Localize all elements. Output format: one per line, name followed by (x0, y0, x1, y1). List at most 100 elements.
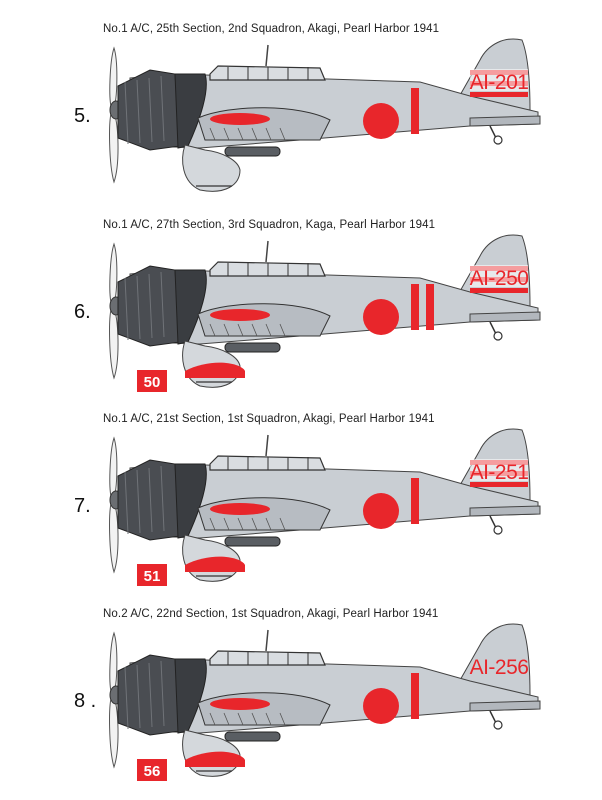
wing-slat (223, 517, 230, 531)
profile-number: 5. (74, 105, 91, 127)
wing-slat (265, 323, 272, 337)
bomb-red-band (185, 751, 245, 767)
under-wing-bomb (224, 342, 281, 353)
aircraft-drawing: AI-256 56 (109, 623, 541, 781)
wing-root (197, 497, 331, 531)
wing-root (197, 692, 331, 726)
wing-hinomaru (210, 503, 270, 515)
tailwheel (493, 525, 503, 535)
wing-slat (209, 712, 216, 726)
cowling-line (160, 660, 165, 727)
wing-root (197, 107, 331, 141)
cowling-line (136, 664, 141, 729)
profile-number: 7. (74, 495, 91, 517)
tail-stripe (470, 288, 528, 293)
antenna-mast (265, 240, 269, 263)
tailwheel-strut (489, 321, 497, 335)
tailwheel-strut (489, 515, 497, 529)
tailwheel (493, 720, 503, 730)
aircraft-drawing: AI-251 51 (109, 428, 541, 586)
fuselage-band (411, 88, 419, 134)
wing-slat (279, 323, 286, 337)
bomb-number: 50 (144, 374, 161, 391)
wing-slat (237, 517, 244, 531)
cowling-line (148, 77, 153, 143)
wing-slat (209, 323, 216, 337)
antenna-mast (265, 44, 269, 67)
under-wing-bomb (224, 536, 281, 547)
tail-code: AI-256 (470, 656, 529, 679)
fuselage-band (426, 284, 434, 330)
tailplane (469, 700, 541, 712)
under-wing-bomb (224, 731, 281, 742)
fuselage-hinomaru (363, 103, 399, 139)
profile-caption: No.1 A/C, 21st Section, 1st Squadron, Ak… (103, 413, 435, 425)
profile-caption: No.1 A/C, 27th Section, 3rd Squadron, Ka… (103, 219, 436, 231)
tail-fin (454, 623, 531, 696)
antenna-mast (265, 629, 269, 652)
tailwheel (493, 135, 503, 145)
aircraft-profile: No.1 A/C, 25th Section, 2nd Squadron, Ak… (0, 0, 602, 200)
antenna-mast (265, 434, 269, 457)
cowling-line (160, 465, 165, 532)
tailplane (469, 115, 541, 127)
cowling-line (148, 273, 153, 339)
profile-number: 6. (74, 301, 91, 323)
wing-slat (251, 323, 258, 337)
wing-slat (209, 127, 216, 141)
under-wing-bomb (224, 146, 281, 157)
wing-slat (209, 517, 216, 531)
tailplane (469, 311, 541, 323)
wing-slat (251, 712, 258, 726)
wing-slat (265, 127, 272, 141)
aircraft-profile: No.1 A/C, 21st Section, 1st Squadron, Ak… (0, 390, 602, 590)
wing-slat (265, 517, 272, 531)
cowling-line (148, 467, 153, 533)
tailwheel (493, 331, 503, 341)
wing-slat (237, 323, 244, 337)
aircraft-drawing: AI-201 (109, 38, 541, 192)
wing-slat (279, 712, 286, 726)
fuselage-hinomaru (363, 493, 399, 529)
wing-hinomaru (210, 698, 270, 710)
wing-root (197, 303, 331, 337)
wing-slat (223, 127, 230, 141)
aircraft-profile: No.2 A/C, 22nd Section, 1st Squadron, Ak… (0, 585, 602, 785)
bomb-number-badge (137, 370, 167, 392)
tailplane (469, 505, 541, 517)
bomb-number-badge (137, 564, 167, 586)
tail-code-backing (470, 459, 528, 481)
cowling-line (136, 275, 141, 340)
fuselage-hinomaru (363, 299, 399, 335)
aircraft-profile: No.1 A/C, 27th Section, 3rd Squadron, Ka… (0, 196, 602, 396)
tail-stripe (470, 92, 528, 97)
bomb-number: 51 (144, 568, 161, 585)
wing-slat (279, 127, 286, 141)
cowling-line (136, 469, 141, 534)
wing-slat (251, 517, 258, 531)
bomb-red-band (185, 362, 245, 378)
cowling-line (136, 79, 141, 144)
bomb-number: 56 (144, 763, 161, 780)
tail-code: AI-251 (470, 461, 529, 484)
tail-code-backing (470, 69, 528, 91)
cowling-line (148, 662, 153, 728)
wing-slat (237, 712, 244, 726)
cowling-line (124, 81, 129, 145)
wing-slat (223, 323, 230, 337)
cowling-line (160, 271, 165, 338)
wing-slat (279, 517, 286, 531)
wing-hinomaru (210, 309, 270, 321)
bomb-number-badge (137, 759, 167, 781)
tailwheel-strut (489, 710, 497, 724)
bomb-red-band (185, 556, 245, 572)
fuselage-band (411, 478, 419, 524)
fuselage-band (411, 673, 419, 719)
wing-slat (265, 712, 272, 726)
wing-slat (251, 127, 258, 141)
wing-hinomaru (210, 113, 270, 125)
tail-stripe (470, 482, 528, 487)
cowling-line (124, 277, 129, 341)
cowling-line (160, 75, 165, 142)
